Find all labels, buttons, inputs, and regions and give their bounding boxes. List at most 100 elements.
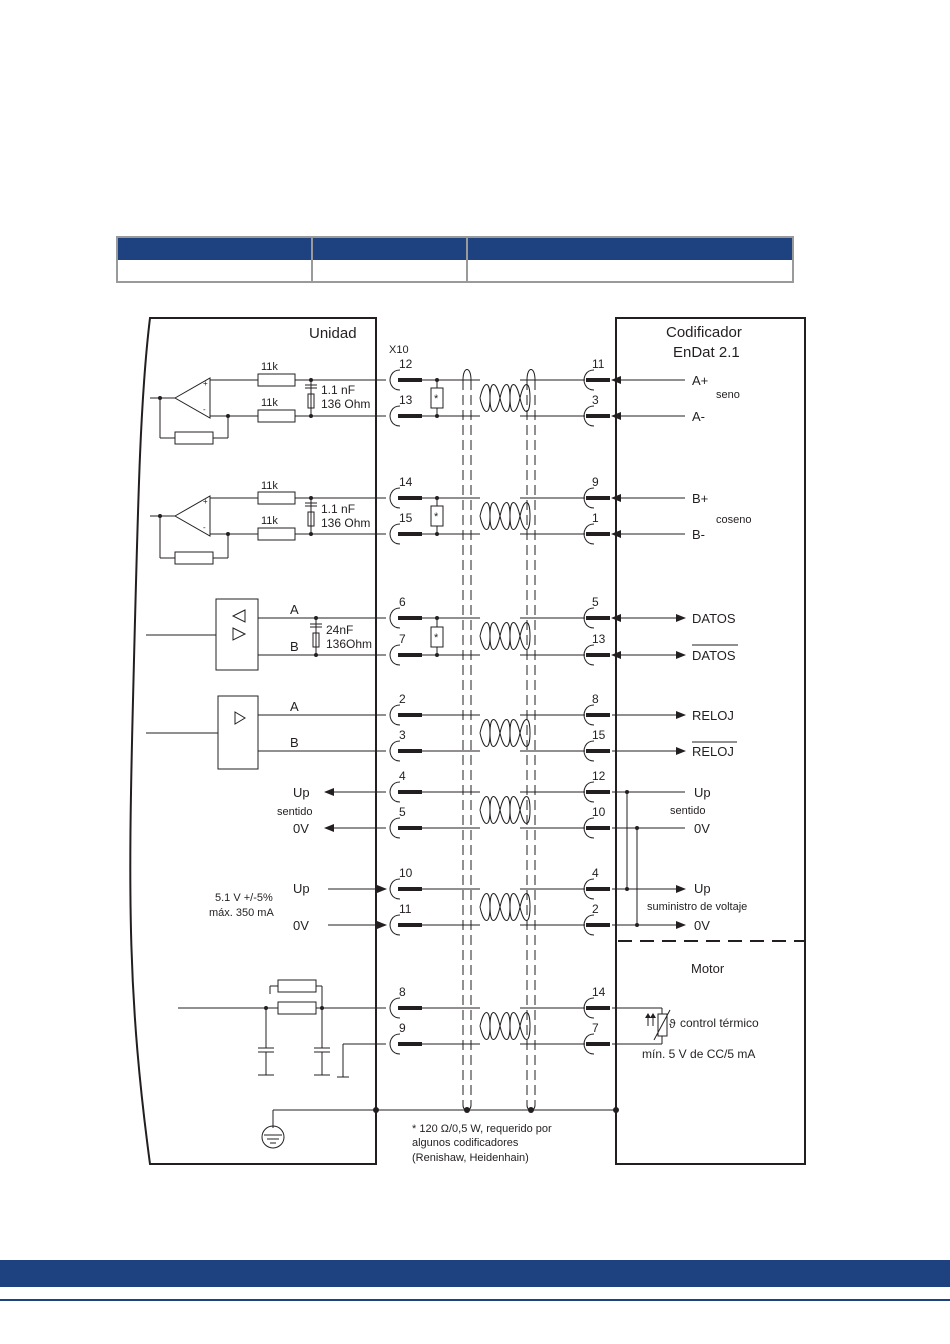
res-label: 136Ohm (326, 637, 372, 651)
pin-number: 15 (399, 511, 413, 525)
pin-number: 4 (592, 866, 599, 880)
svg-text:B: B (290, 735, 299, 750)
pin-number: 10 (399, 866, 413, 880)
svg-text:-: - (203, 523, 206, 532)
signal-label: DATOS (692, 648, 736, 663)
signal-label: Up (694, 881, 711, 896)
signal-label: RELOJ (692, 744, 734, 759)
termination-resistors: * * * (430, 378, 444, 657)
pin-number: 14 (399, 475, 413, 489)
signal-label: sentido (277, 806, 312, 818)
pin-number: 1 (592, 511, 599, 525)
thermal-input-circuit (178, 979, 386, 1078)
pin-number: 3 (399, 728, 406, 742)
pin-number: 9 (592, 475, 599, 489)
resistor-label: 11k (261, 480, 278, 492)
pin-number: 6 (399, 595, 406, 609)
svg-text:*: * (434, 511, 439, 523)
spec-table-cell (118, 260, 313, 281)
encoder-box (615, 317, 806, 1165)
theta-symbol: ϑ (669, 1017, 676, 1031)
spec-table-header-cell (313, 238, 468, 260)
drive-title: Unidad (309, 325, 357, 342)
signal-label: suministro de voltaje (647, 901, 747, 913)
res-label: 136 Ohm (321, 397, 370, 411)
spec-table-header (118, 238, 792, 260)
twisted-pair (479, 622, 531, 650)
pin-number: 9 (399, 1021, 406, 1035)
cap-label: 1.1 nF (321, 383, 355, 397)
res-label: 136 Ohm (321, 516, 370, 530)
signal-label: sentido (670, 805, 705, 817)
footnote-line: algunos codificadores (412, 1137, 519, 1149)
pin-number: 13 (399, 393, 413, 407)
connector-plugs-left (389, 369, 423, 1055)
pin-number: 7 (592, 1021, 599, 1035)
pin-number: 11 (399, 902, 412, 916)
signal-label: 0V (293, 918, 309, 933)
svg-text:*: * (434, 393, 439, 405)
signal-label: B- (692, 527, 705, 542)
footnote-line: * 120 Ω/0,5 W, requerido por (412, 1123, 552, 1135)
svg-text:B: B (290, 639, 299, 654)
signal-label: Up (293, 785, 310, 800)
cap-label: 24nF (326, 623, 353, 637)
pin-number: 14 (592, 985, 606, 999)
pin-number: 13 (592, 632, 606, 646)
pin-number: 12 (592, 769, 606, 783)
signal-label: 0V (694, 918, 710, 933)
spec-table-header-cell (118, 238, 313, 260)
signal-label: DATOS (692, 611, 736, 626)
data-transceiver (146, 598, 386, 671)
pin-number: 2 (592, 902, 599, 916)
spec-table-cell (313, 260, 468, 281)
cap-label: 1.1 nF (321, 502, 355, 516)
twisted-pair (479, 502, 531, 530)
spec-table-row (118, 260, 792, 281)
pin-number: 4 (399, 769, 406, 783)
signal-label: Up (293, 881, 310, 896)
cable-shield (462, 380, 536, 1105)
twisted-pair (479, 893, 531, 921)
footnote-line: (Renishaw, Heidenhain) (412, 1152, 529, 1164)
svg-text:*: * (434, 632, 439, 644)
signal-label: A+ (692, 373, 708, 388)
clock-driver (146, 695, 386, 770)
signal-label: A- (692, 409, 705, 424)
drive-box (129, 317, 377, 1165)
ground-bus (261, 1109, 616, 1149)
connector-label: X10 (389, 344, 409, 356)
pin-numbers-right: 11 3 9 1 5 13 8 15 12 10 4 2 14 7 (592, 357, 606, 1035)
pin-number: 11 (592, 357, 605, 371)
encoder-title: Codificador (666, 324, 742, 341)
signal-label: seno (716, 389, 740, 401)
twisted-pair (479, 1012, 531, 1040)
signal-label: 0V (293, 821, 309, 836)
sin-input-circuit (150, 373, 386, 445)
svg-text:-: - (203, 405, 206, 414)
pin-numbers-left: 12 13 14 15 6 7 2 3 4 5 10 11 8 9 (399, 357, 413, 1035)
pin-number: 15 (592, 728, 606, 742)
svg-text:A: A (290, 602, 299, 617)
supply-label: máx. 350 mA (209, 907, 274, 919)
pin-number: 2 (399, 692, 406, 706)
svg-text:+: + (203, 379, 208, 388)
thermal-sensor (612, 1007, 671, 1045)
signal-label: RELOJ (692, 708, 734, 723)
svg-text:+: + (203, 497, 208, 506)
svg-text:A: A (290, 699, 299, 714)
pin-number: 8 (399, 985, 406, 999)
motor-title: Motor (691, 961, 725, 976)
pin-number: 5 (399, 805, 406, 819)
pin-number: 7 (399, 632, 406, 646)
pin-number: 10 (592, 805, 606, 819)
resistor-label: 11k (261, 397, 278, 409)
pin-number: 5 (592, 595, 599, 609)
signal-label: B+ (692, 491, 708, 506)
pin-number: 8 (592, 692, 599, 706)
signal-label: mín. 5 V de CC/5 mA (642, 1047, 755, 1061)
signal-label: 0V (694, 821, 710, 836)
twisted-pair (479, 384, 531, 412)
resistor-label: 11k (261, 515, 278, 527)
encoder-model: EnDat 2.1 (673, 344, 740, 361)
